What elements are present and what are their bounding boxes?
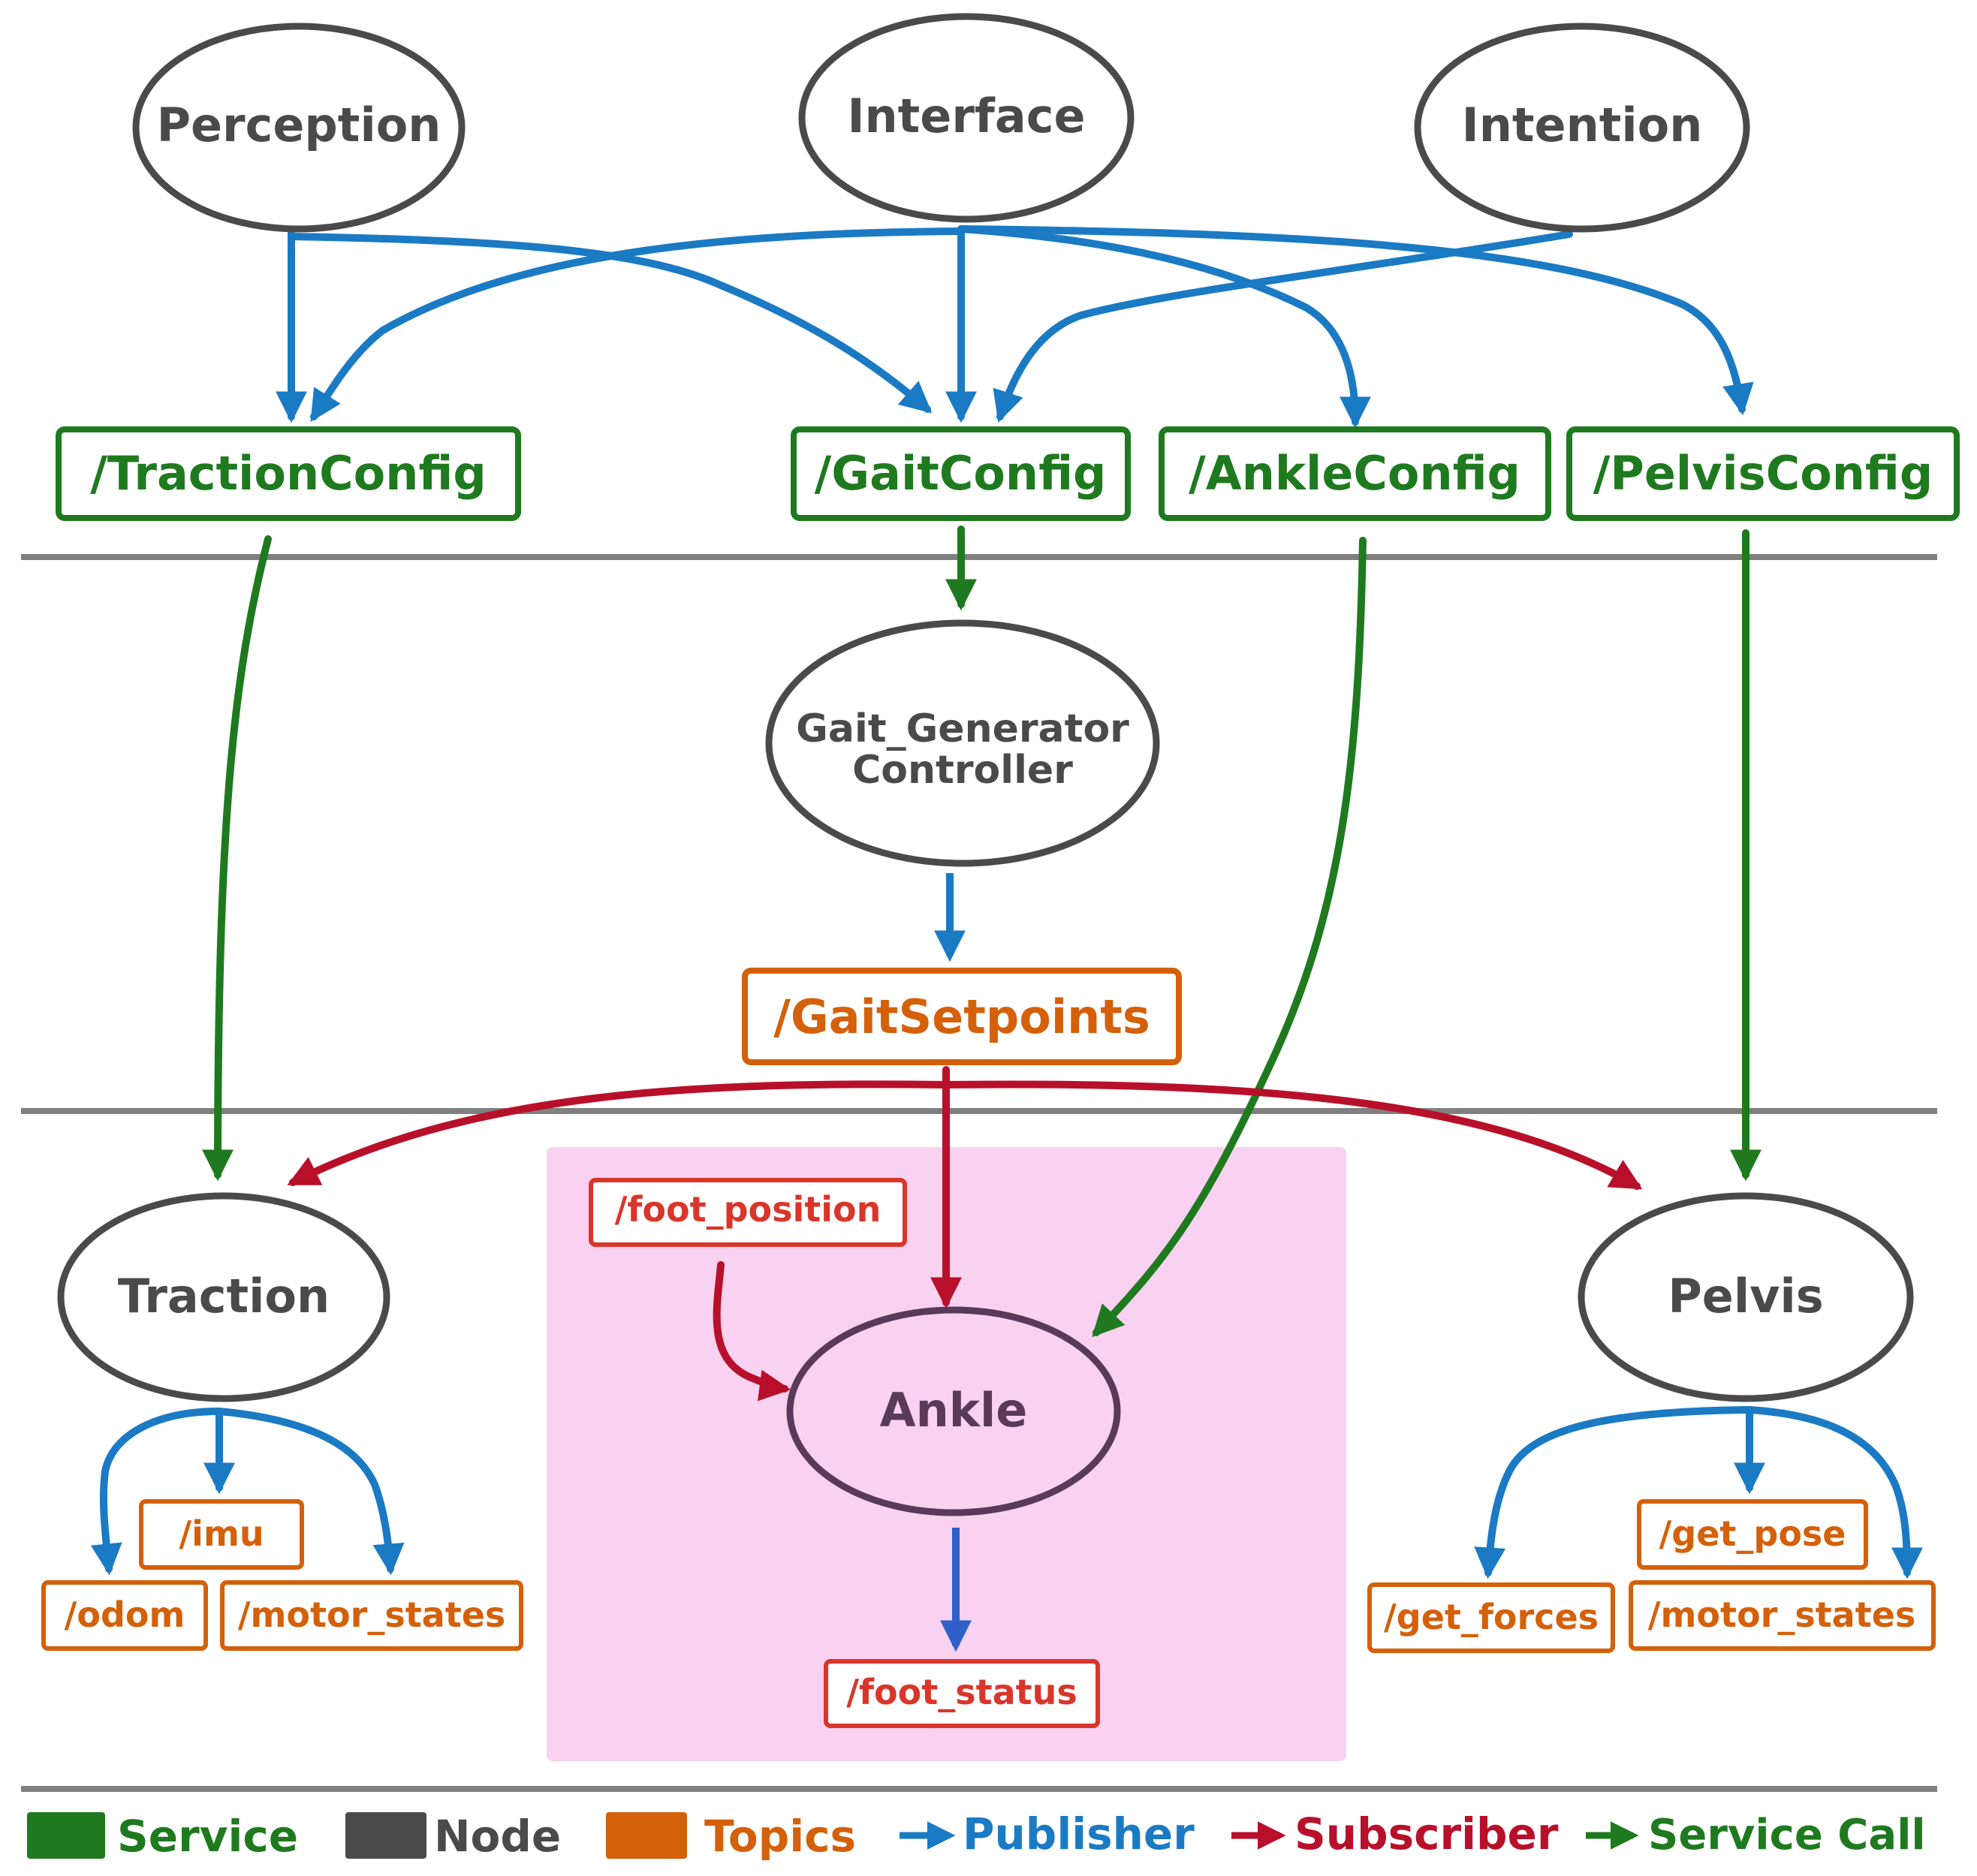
gaitsetpoints-label: /GaitSetpoints (773, 989, 1150, 1044)
ankle-label: Ankle (880, 1383, 1028, 1438)
topic-imu[interactable]: /imu (139, 1499, 304, 1570)
topic-foot-position[interactable]: /foot_position (589, 1178, 907, 1247)
imu-label: /imu (179, 1513, 264, 1554)
topic-traction-motor-states[interactable]: /motor_states (220, 1580, 523, 1651)
legend-subscriber-label: Subscriber (1294, 1808, 1559, 1859)
foot-status-box (824, 1659, 1100, 1728)
node-pelvis[interactable]: Pelvis (1578, 1192, 1914, 1402)
intention-ellipse (1414, 23, 1750, 233)
topic-odom[interactable]: /odom (41, 1580, 208, 1651)
legend-node-label: Node (434, 1811, 561, 1862)
topic-get-pose[interactable]: /get_pose (1637, 1499, 1868, 1570)
node-ankle[interactable]: Ankle (786, 1306, 1121, 1516)
pelvis-motor-states-label: /motor_states (1648, 1594, 1916, 1635)
gaitconfig-box (791, 426, 1131, 521)
topic-get-forces[interactable]: /get_forces (1367, 1582, 1615, 1653)
perception-ellipse (132, 23, 466, 233)
node-gait-generator[interactable]: Gait_Generator Controller (765, 619, 1160, 867)
ankle-ellipse (786, 1306, 1121, 1516)
traction-label: Traction (118, 1269, 330, 1323)
pelvisconfig-box (1566, 426, 1960, 521)
perception-to-gaitconfig-arrow (288, 233, 933, 414)
traction-to-traction-motorstates-arrow (215, 1408, 405, 1576)
tractionconfig-label: /TractionConfig (90, 446, 486, 501)
legend-service-label: Service (117, 1811, 298, 1862)
imu-box (139, 1499, 304, 1570)
legend-service-swatch (27, 1812, 105, 1859)
legend-topics-swatch (606, 1812, 687, 1859)
footposition-to-ankle-arrow (713, 1261, 791, 1402)
node-interface[interactable]: Interface (798, 13, 1135, 223)
topic-pelvis-motor-states[interactable]: /motor_states (1629, 1580, 1936, 1651)
interface-to-pelvisconfig-arrow (957, 225, 1754, 416)
foot-position-label: /foot_position (615, 1189, 882, 1230)
pelvis-ellipse (1578, 1192, 1914, 1402)
gait-generator-ellipse (765, 619, 1160, 867)
intention-to-gaitconfig-arrow (993, 230, 1573, 423)
pelvis-to-pelvis-motorstates-arrow (1746, 1406, 1923, 1579)
interface-label: Interface (847, 89, 1085, 143)
pelvisconfig-label: /PelvisConfig (1593, 446, 1933, 501)
traction-motor-states-label: /motor_states (238, 1594, 506, 1635)
interface-to-ankleconfig-arrow (957, 225, 1371, 429)
foot-status-label: /foot_status (846, 1672, 1077, 1712)
pelvis-to-getforces-arrow (1474, 1406, 1753, 1579)
gait-generator-label-line2: Controller (852, 748, 1073, 793)
odom-box (41, 1580, 208, 1651)
gaitconfig-label: /GaitConfig (815, 446, 1107, 501)
traction-ellipse (57, 1192, 390, 1402)
get-pose-label: /get_pose (1659, 1513, 1846, 1554)
service-tractionconfig[interactable]: /TractionConfig (56, 426, 521, 521)
legend: Service Node Topics Publisher Subscriber… (27, 1808, 1926, 1862)
odom-label: /odom (65, 1594, 185, 1635)
get-forces-label: /get_forces (1384, 1597, 1599, 1637)
legend-topics-label: Topics (704, 1811, 856, 1862)
ankleconfig-label: /AnkleConfig (1189, 446, 1520, 501)
ankleconfig-to-ankle-arrow (1092, 537, 1367, 1338)
intention-label: Intention (1462, 98, 1703, 152)
interface-ellipse (798, 13, 1135, 223)
legend-service-call-label: Service Call (1648, 1811, 1926, 1859)
ankleconfig-box (1159, 426, 1551, 521)
legend-node-swatch (345, 1812, 426, 1859)
perception-label: Perception (157, 98, 442, 152)
gaitsetpoints-to-traction-arrow (287, 1080, 950, 1186)
traction-motor-states-box (220, 1580, 523, 1651)
gaitsetpoints-box (742, 968, 1182, 1065)
node-perception[interactable]: Perception (132, 23, 466, 233)
gait-generator-label-line1: Gait_Generator (796, 706, 1129, 751)
node-traction[interactable]: Traction (57, 1192, 390, 1402)
interface-to-tractionconfig-arrow (310, 227, 965, 423)
foot-position-box (589, 1178, 907, 1247)
pelvis-label: Pelvis (1668, 1269, 1823, 1323)
tractionconfig-box (56, 426, 521, 521)
service-pelvisconfig[interactable]: /PelvisConfig (1566, 426, 1960, 521)
topic-gaitsetpoints[interactable]: /GaitSetpoints (742, 968, 1182, 1065)
topic-foot-status[interactable]: /foot_status (824, 1659, 1100, 1728)
service-gaitconfig[interactable]: /GaitConfig (791, 426, 1131, 521)
legend-publisher-label: Publisher (963, 1808, 1195, 1859)
pelvis-motor-states-box (1629, 1580, 1936, 1651)
get-forces-box (1367, 1582, 1615, 1653)
service-ankleconfig[interactable]: /AnkleConfig (1159, 426, 1551, 521)
traction-to-odom-arrow (90, 1408, 223, 1576)
node-intention[interactable]: Intention (1414, 23, 1750, 233)
gaitsetpoints-to-pelvis-arrow (942, 1080, 1643, 1190)
get-pose-box (1637, 1499, 1868, 1570)
tractionconfig-to-traction-arrow (202, 535, 272, 1182)
